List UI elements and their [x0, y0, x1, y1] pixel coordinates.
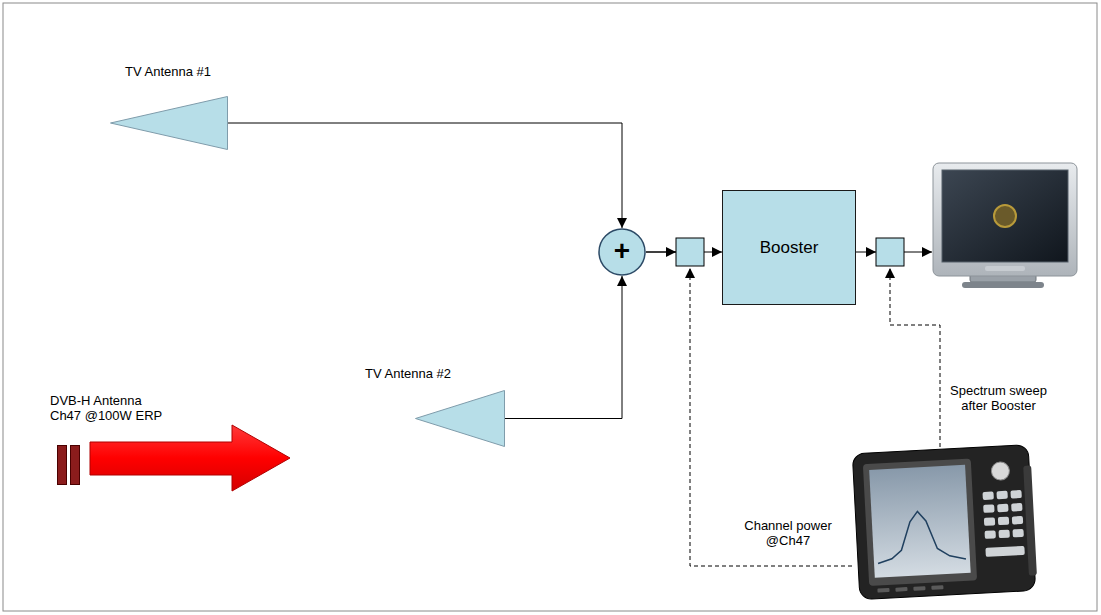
booster-box: Booster — [722, 190, 856, 305]
signal-line — [904, 252, 932, 253]
soft-key — [913, 586, 925, 591]
signal-line — [646, 252, 676, 253]
soft-key — [931, 585, 943, 590]
tv-antenna: TV Antenna #1 — [110, 96, 228, 150]
signal-line — [856, 252, 876, 253]
analyzer-screen — [869, 465, 971, 578]
measurement-line — [890, 268, 940, 447]
soft-key — [877, 588, 889, 593]
box-label: Booster — [760, 238, 819, 258]
key — [985, 530, 996, 539]
analyzer-body — [852, 445, 1035, 600]
antenna-triangle — [416, 391, 505, 447]
screen-trace — [875, 509, 965, 564]
key — [985, 546, 1024, 557]
key — [1011, 503, 1022, 512]
measurement-line — [690, 268, 852, 566]
tv-antenna-outline — [415, 390, 505, 447]
key — [1010, 490, 1021, 499]
antenna-label: TV Antenna #2 — [365, 366, 451, 381]
summing-circle — [599, 229, 645, 275]
frame-border — [3, 3, 1097, 611]
antenna-triangle — [111, 97, 228, 150]
key — [982, 491, 993, 500]
key — [999, 530, 1010, 539]
antenna-element — [71, 446, 80, 485]
dvb-h-antenna-outline — [57, 445, 80, 485]
measurement-label: Channel power @Ch47 — [738, 518, 838, 548]
summing-junction: + — [598, 228, 646, 276]
spectrum-analyzer — [852, 444, 1037, 599]
signal-connector — [505, 276, 622, 419]
keypad — [982, 490, 1024, 557]
tv-screen — [942, 170, 1068, 262]
tv-frame — [933, 163, 1077, 276]
tv-speaker — [985, 266, 1025, 271]
key — [998, 517, 1009, 526]
transmission-arrow — [90, 425, 290, 491]
key — [984, 517, 995, 526]
tv-base — [962, 282, 1044, 288]
screen-bezel — [863, 459, 977, 586]
key — [983, 504, 994, 513]
key — [1012, 516, 1023, 525]
soft-key — [895, 587, 907, 592]
key — [996, 491, 1007, 500]
analyzer-strap — [1023, 465, 1037, 575]
booster-rect — [723, 191, 856, 305]
dvb-h-antenna: DVB-H Antenna Ch47 @100W ERP — [57, 445, 80, 485]
tv-antenna: TV Antenna #2 — [415, 390, 505, 447]
coupler-box — [876, 238, 904, 266]
antenna-label: TV Antenna #1 — [125, 64, 211, 79]
measurement-label: Spectrum sweep after Booster — [946, 383, 1051, 413]
television-icon — [933, 163, 1077, 288]
antenna-label: DVB-H Antenna Ch47 @100W ERP — [50, 393, 165, 423]
key — [997, 504, 1008, 513]
antenna-element — [58, 446, 67, 485]
signal-connector — [228, 123, 622, 228]
coupler-box — [676, 238, 704, 266]
analyzer-knob — [991, 462, 1010, 481]
key — [1012, 529, 1023, 538]
box-label: + — [614, 237, 630, 265]
tv-antenna-outline — [110, 96, 228, 150]
screen-logo — [994, 205, 1016, 227]
